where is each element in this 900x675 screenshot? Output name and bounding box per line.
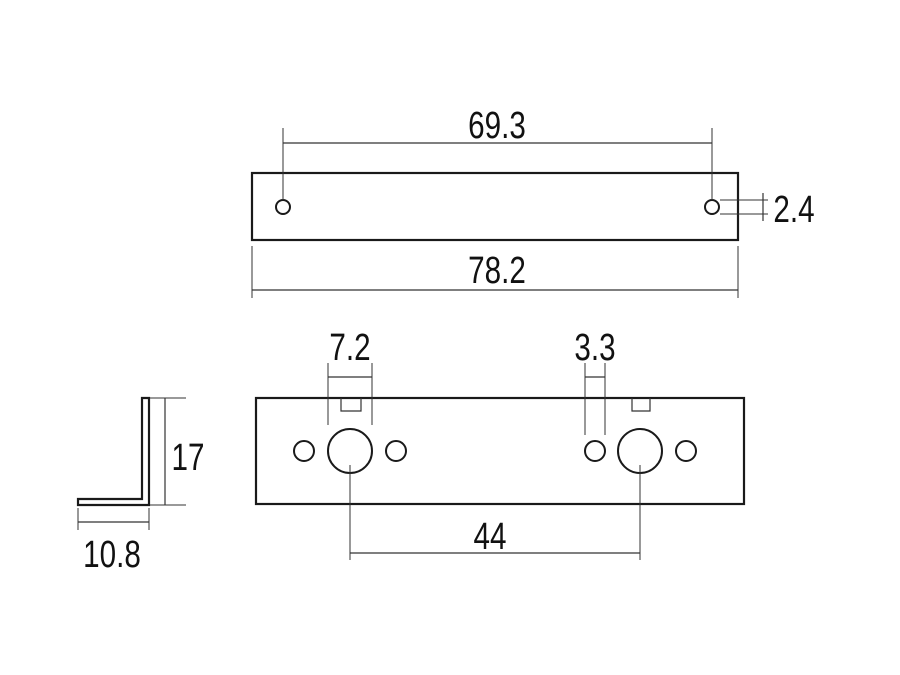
dim-label-small-hole-diameter: 3.3 xyxy=(574,327,615,369)
left-small-hole-b xyxy=(385,440,407,462)
l-bracket-profile xyxy=(76,396,151,507)
dim-label-overall-length: 78.2 xyxy=(468,250,526,292)
dim-hole-spacing-top: 69.3 xyxy=(282,105,713,200)
top-plate xyxy=(250,171,740,242)
dim-label-hole-diameter: 2.4 xyxy=(773,189,814,231)
dim-label-bracket-width: 10.8 xyxy=(83,534,141,576)
right-notch xyxy=(631,398,651,412)
dim-large-hole-diameter: 7.2 xyxy=(327,327,373,425)
dim-bracket-height: 17 xyxy=(150,397,205,506)
dim-label-bracket-height: 17 xyxy=(172,437,205,479)
top-view: 69.3 2.4 78.2 xyxy=(250,105,815,298)
dim-label-hole-center-spacing: 44 xyxy=(474,516,507,558)
top-right-hole xyxy=(704,199,720,215)
dim-label-large-hole-diameter: 7.2 xyxy=(329,327,370,369)
dim-hole-center-spacing: 44 xyxy=(349,465,641,560)
dim-bracket-width: 10.8 xyxy=(77,508,150,576)
right-small-hole-b xyxy=(675,440,697,462)
right-small-hole-a xyxy=(584,440,606,462)
front-view: 7.2 3.3 44 xyxy=(254,327,746,560)
top-left-hole xyxy=(275,199,291,215)
side-view: 17 10.8 xyxy=(76,396,205,576)
left-small-hole-a xyxy=(293,440,315,462)
left-notch xyxy=(340,398,362,412)
dim-hole-diameter: 2.4 xyxy=(720,189,815,231)
dim-label-hole-spacing-top: 69.3 xyxy=(468,105,526,147)
dim-overall-length: 78.2 xyxy=(251,246,739,298)
dim-small-hole-diameter: 3.3 xyxy=(574,327,616,435)
